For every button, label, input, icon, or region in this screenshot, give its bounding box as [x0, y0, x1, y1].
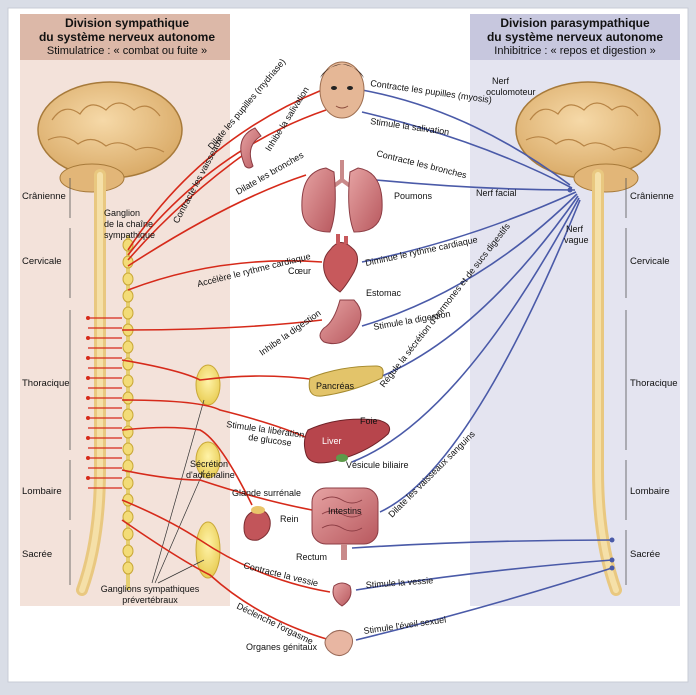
adrenaline-secretion-label: Sécrétion — [190, 459, 228, 469]
heart-icon — [323, 234, 358, 293]
parasympathetic-header-bg — [470, 14, 680, 60]
sympathetic-header-bg — [20, 14, 230, 60]
vagus-nerve-label: vague — [564, 235, 589, 245]
parasympathetic-fibers — [351, 89, 613, 641]
gallbladder-label: Vésicule biliaire — [346, 460, 409, 470]
right-brain-icon — [515, 81, 661, 193]
segment-label: Crânienne — [630, 191, 674, 202]
blood-vessel-icon — [240, 127, 262, 169]
adrenal-label: Glande surrénale — [232, 488, 301, 498]
stomach-icon — [319, 299, 362, 345]
segment-label: Cervicale — [22, 256, 62, 267]
lungs-icon — [301, 160, 383, 233]
mesenteric-ganglion — [195, 441, 221, 479]
chain-ganglion-label: de la chaîne — [104, 219, 153, 229]
right-segment-labels: Crânienne Cervicale Thoracique Lombaire … — [630, 191, 678, 560]
sympathetic-subtitle: Stimulatrice : « combat ou fuite » — [47, 45, 207, 57]
kidney-label: Rein — [280, 514, 299, 524]
parasympathetic-subtitle: Inhibitrice : « repos et digestion » — [494, 45, 655, 57]
face-icon — [319, 61, 365, 119]
segment-label: Sacrée — [22, 549, 52, 560]
segment-label: Sacrée — [630, 549, 660, 560]
chain-ganglion-label: Ganglion — [104, 208, 140, 218]
liver-icon — [303, 418, 391, 464]
kidney-icon — [243, 506, 271, 541]
sympathetic-fibers — [121, 89, 331, 641]
segment-label: Thoracique — [22, 378, 70, 389]
parasympathetic-title-2: du système nerveux autonome — [487, 30, 663, 44]
stomach-label: Estomac — [366, 288, 402, 298]
lungs-label: Poumons — [394, 191, 433, 201]
oculomotor-nerve-label: Nerf — [492, 76, 510, 86]
inferior-ganglion — [195, 521, 221, 579]
prevertebral-ganglia-label: Ganglions sympathiques — [101, 584, 200, 594]
genitals-label: Organes génitaux — [246, 642, 318, 652]
intestines-label: Intestins — [328, 506, 362, 516]
segment-label: Crânienne — [22, 191, 66, 202]
segment-label: Lombaire — [630, 486, 670, 497]
rectum-label: Rectum — [296, 552, 327, 562]
segment-label: Thoracique — [630, 378, 678, 389]
facial-nerve-label: Nerf facial — [476, 188, 517, 198]
celiac-ganglion — [195, 364, 221, 406]
bladder-icon — [332, 582, 352, 607]
left-segment-labels: Crânienne Cervicale Thoracique Lombaire … — [22, 191, 70, 560]
intestines-icon — [311, 487, 379, 560]
sympathetic-title-2: du système nerveux autonome — [39, 30, 215, 44]
left-brain-icon — [37, 81, 183, 193]
vagus-nerve-label: Nerf — [566, 224, 584, 234]
liver-inner-label: Liver — [322, 436, 342, 446]
effect-label: Stimule la vessie — [365, 575, 433, 590]
parasympathetic-title: Division parasympathique — [500, 16, 650, 30]
segment-label: Cervicale — [630, 256, 670, 267]
adrenaline-secretion-label: d'adrénaline — [186, 470, 235, 480]
segment-label: Lombaire — [22, 486, 62, 497]
prevertebral-ganglia-label: prévertébraux — [122, 595, 178, 605]
heart-label: Cœur — [288, 266, 311, 276]
oculomotor-nerve-label: oculomoteur — [486, 87, 536, 97]
pancreas-label: Pancréas — [316, 381, 355, 391]
genitals-icon — [324, 630, 354, 656]
sympathetic-title: Division sympathique — [65, 16, 189, 30]
pancreas-icon — [308, 365, 384, 397]
chain-ganglion-label: sympathique — [104, 230, 155, 240]
liver-label: Foie — [360, 416, 378, 426]
segment-brackets — [69, 178, 627, 585]
